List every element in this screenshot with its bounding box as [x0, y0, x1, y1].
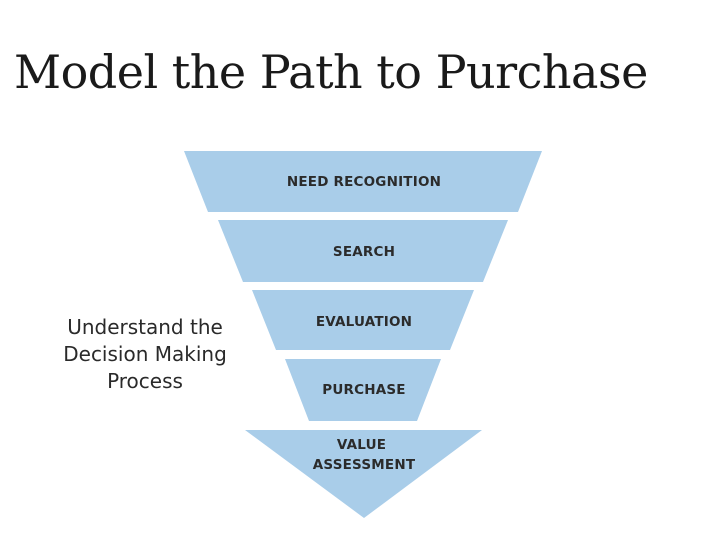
funnel-stage-value-assessment: VALUE ASSESSMENT: [245, 430, 482, 518]
stage-label-need-recognition: NEED RECOGNITION: [287, 174, 441, 190]
funnel-band-need-recognition: [184, 151, 542, 212]
stage-label-evaluation: EVALUATION: [316, 314, 412, 330]
funnel-stage-search: SEARCH: [218, 220, 508, 282]
funnel-band-purchase: [285, 359, 441, 421]
funnel-stage-need-recognition: NEED RECOGNITION: [184, 151, 542, 212]
side-note-line: Process: [107, 369, 183, 393]
funnel-band-evaluation: [252, 290, 474, 350]
side-note-line: Decision Making: [63, 342, 227, 366]
stage-label-purchase: PURCHASE: [322, 382, 405, 398]
stage-label-search: SEARCH: [333, 244, 395, 260]
funnel-arrow-value-assessment: [245, 430, 482, 518]
slide-title: Model the Path to Purchase: [14, 45, 648, 99]
funnel-band-search: [218, 220, 508, 282]
funnel-stage-purchase: PURCHASE: [285, 359, 441, 421]
side-note-line: Understand the: [67, 315, 223, 339]
funnel-stage-evaluation: EVALUATION: [252, 290, 474, 350]
stage-label-value-assessment: VALUE ASSESSMENT: [313, 437, 416, 473]
side-note: Understand the Decision Making Process: [40, 314, 250, 395]
